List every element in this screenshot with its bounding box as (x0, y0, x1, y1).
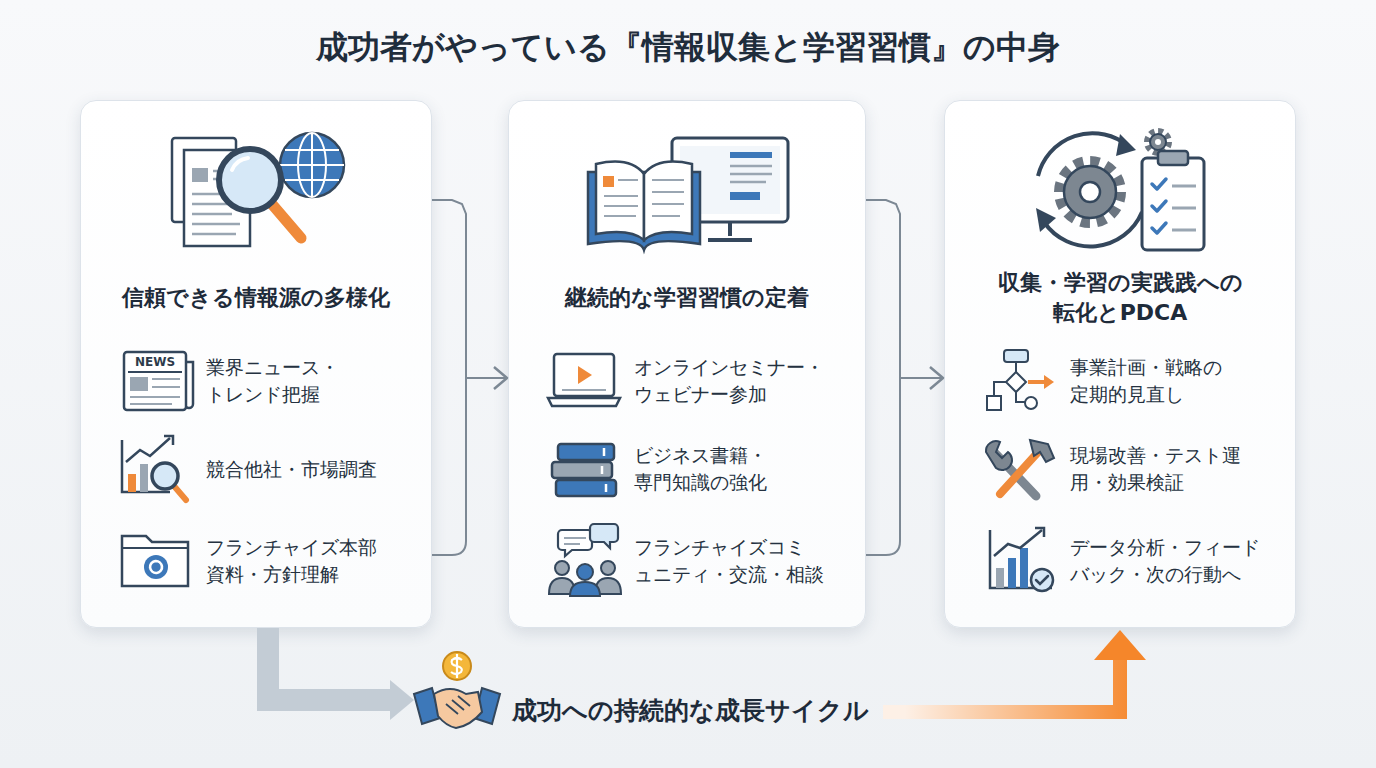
icon-label: NEWS (127, 355, 183, 369)
handshake-icon-part (414, 688, 440, 724)
card-item: オンラインセミナー・ ウェビナー参加 (634, 353, 834, 409)
card-item: フランチャイズ本部 資料・方針理解 (206, 533, 406, 589)
card-item: フランチャイズコミ ュニティ・交流・相談 (634, 533, 834, 589)
handshake-icon-part (446, 696, 470, 714)
step-card: 継続的な学習習慣の定着オンラインセミナー・ ウェビナー参加ビジネス書籍・ 専門知… (508, 100, 866, 628)
card-item: 事業計画・戦略の 定期的見直し (1070, 353, 1270, 409)
arrow-head (494, 367, 507, 389)
handshake-icon (414, 652, 500, 728)
card-item: 業界ニュース・ トレンド把握 (206, 353, 406, 409)
connector-band (883, 658, 1120, 712)
card-item: 現場改善・テスト運 用・効果検証 (1070, 441, 1270, 497)
arrow-head (930, 367, 943, 389)
card-item: ビジネス書籍・ 専門知識の強化 (634, 441, 834, 497)
card-heading: 信頼できる情報源の多様化 (101, 267, 411, 329)
handshake-icon-part (451, 654, 462, 678)
cycle-label: 成功への持続的な成長サイクル (512, 694, 869, 727)
card-item: データ分析・フィード バック・次の行動へ (1070, 533, 1270, 589)
card-item: 競合他社・市場調査 (206, 441, 406, 497)
handshake-icon-part (474, 688, 500, 724)
diagram-title: 成功者がやっている『情報収集と学習習慣』の中身 (0, 16, 1376, 80)
step-card: 収集・学習の実践践への 転化とPDCA 事業計画・戦略の 定期的見直し現場改善・テ… (944, 100, 1296, 628)
band-head (390, 680, 414, 720)
arrow-head (1094, 630, 1146, 660)
handshake-icon-part (443, 652, 471, 680)
connector-line (432, 200, 507, 378)
flow-connector (866, 200, 943, 389)
connector-line (866, 200, 943, 378)
card-heading: 継続的な学習習慣の定着 (529, 267, 845, 329)
flow-connector (432, 200, 507, 389)
bracket-arm (866, 378, 900, 555)
connector-band (268, 628, 392, 700)
card-heading: 収集・学習の実践践への 転化とPDCA (965, 267, 1275, 329)
step-card: 信頼できる情報源の多様化業界ニュース・ トレンド把握競合他社・市場調査フランチャ… (80, 100, 432, 628)
handshake-icon-part (434, 689, 482, 728)
bracket-arm (432, 378, 466, 555)
